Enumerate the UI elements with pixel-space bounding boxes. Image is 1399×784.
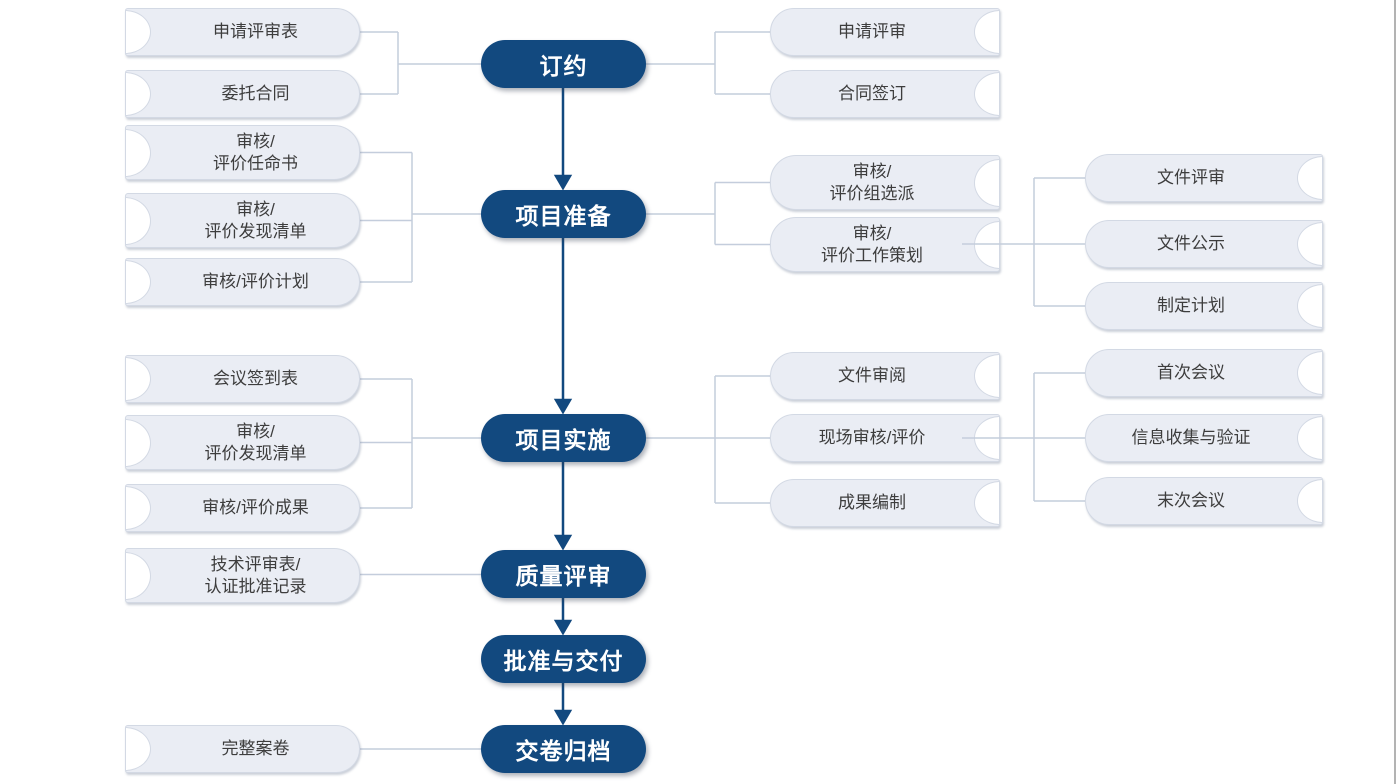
document-label: 完整案卷: [221, 739, 290, 758]
stage-submission-archiving: 交卷归档: [481, 725, 646, 773]
activity-pill: 文件审阅: [770, 352, 1000, 400]
document-label: 审核/评价计划: [202, 272, 309, 291]
activity-label: 审核/ 评价组选派: [829, 161, 915, 203]
document-label: 会议签到表: [213, 369, 298, 388]
sub-activity-pill: 文件评审: [1085, 154, 1323, 202]
stage-label: 项目准备: [515, 203, 612, 229]
stage-project-implementation: 项目实施: [481, 414, 646, 462]
activity-label: 成果编制: [838, 493, 906, 512]
sub-activity-pill: 文件公示: [1085, 220, 1323, 268]
sub-activity-pill: 信息收集与验证: [1085, 414, 1323, 462]
flow-arrows: [553, 88, 573, 726]
document-pill: 委托合同: [125, 70, 360, 118]
document-pill: 审核/评价成果: [125, 484, 360, 532]
stage-label: 批准与交付: [503, 648, 624, 674]
document-pill: 审核/ 评价发现清单: [125, 415, 360, 470]
document-pill: 审核/ 评价任命书: [125, 125, 360, 180]
document-label: 委托合同: [221, 84, 290, 103]
activity-label: 合同签订: [838, 84, 906, 103]
document-pill: 申请评审表: [125, 8, 360, 56]
elbow-connectors: [360, 31, 1085, 750]
document-pill: 技术评审表/ 认证批准记录: [125, 548, 360, 603]
document-pill: 审核/ 评价发现清单: [125, 193, 360, 248]
sub-activity-pill: 制定计划: [1085, 282, 1323, 330]
sub-activity-pill: 首次会议: [1085, 349, 1323, 397]
sub-activity-label: 制定计划: [1157, 296, 1225, 315]
document-pill: 审核/评价计划: [125, 258, 360, 306]
document-label: 申请评审表: [213, 22, 298, 41]
document-pill: 会议签到表: [125, 355, 360, 403]
activity-label: 现场审核/评价: [818, 428, 926, 447]
activity-pill: 合同签订: [770, 70, 1000, 118]
activity-pill: 审核/ 评价工作策划: [770, 217, 1000, 272]
document-label: 审核/ 评价任命书: [213, 131, 298, 173]
sub-activity-label: 信息收集与验证: [1131, 428, 1251, 447]
window-edge-line: [1394, 0, 1396, 784]
stage-quality-review: 质量评审: [481, 550, 646, 598]
activity-pill: 申请评审: [770, 8, 1000, 56]
sub-activity-label: 首次会议: [1157, 363, 1225, 382]
activity-pill: 现场审核/评价: [770, 414, 1000, 462]
sub-activity-label: 文件公示: [1157, 234, 1225, 253]
document-pill: 完整案卷: [125, 725, 360, 773]
sub-activity-pill: 末次会议: [1085, 477, 1323, 525]
document-label: 审核/ 评价发现清单: [204, 199, 307, 241]
document-label: 审核/评价成果: [202, 498, 309, 517]
stage-label: 交卷归档: [515, 738, 612, 764]
stage-label: 订约: [539, 53, 588, 79]
sub-activity-label: 文件评审: [1157, 168, 1225, 187]
activity-pill: 审核/ 评价组选派: [770, 155, 1000, 210]
stage-label: 质量评审: [515, 563, 612, 589]
document-label: 审核/ 评价发现清单: [204, 421, 307, 463]
stage-project-preparation: 项目准备: [481, 190, 646, 238]
stage-label: 项目实施: [515, 427, 612, 453]
document-label: 技术评审表/ 认证批准记录: [204, 554, 307, 596]
activity-label: 申请评审: [838, 22, 906, 41]
stage-approval-delivery: 批准与交付: [481, 635, 646, 683]
activity-label: 审核/ 评价工作策划: [821, 223, 923, 265]
activity-pill: 成果编制: [770, 479, 1000, 527]
sub-activity-label: 末次会议: [1157, 491, 1225, 510]
stage-contracting: 订约: [481, 40, 646, 88]
activity-label: 文件审阅: [838, 366, 906, 385]
